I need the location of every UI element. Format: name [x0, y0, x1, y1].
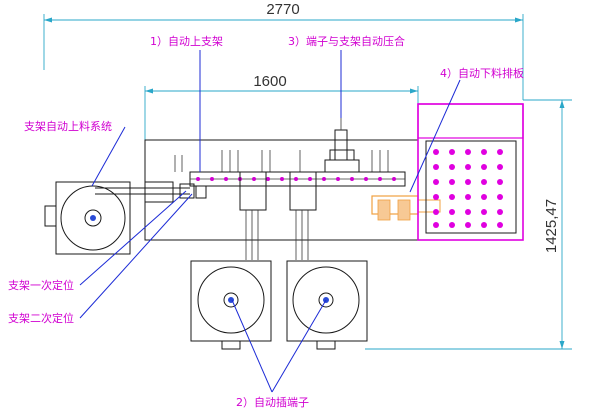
terminal-bowl-right	[286, 260, 368, 350]
unloading-tray-station	[417, 103, 524, 241]
conveyor-rail	[189, 171, 406, 187]
main-platform	[144, 139, 419, 241]
label-frame-feeding-system: 支架自动上料系统	[24, 119, 112, 133]
unloading-gripper	[371, 195, 441, 221]
dimension-center-width: 1600	[144, 73, 419, 140]
label-first-positioning: 支架一次定位	[8, 278, 74, 292]
label-second-positioning: 支架二次定位	[8, 311, 74, 325]
label-auto-unload: 4）自动下料排板	[440, 66, 524, 80]
frame-feeding-bowl	[44, 181, 131, 255]
height-text: 1425,47	[543, 199, 560, 253]
terminal-insert-columns	[239, 171, 317, 260]
press-station	[324, 118, 360, 173]
dimension-height: 1425,47	[365, 99, 572, 350]
center-width-text: 1600	[253, 73, 286, 90]
label-terminal-press: 3）端子与支架自动压合	[288, 34, 405, 48]
leader-lines	[79, 50, 461, 393]
feeder-track	[95, 181, 207, 203]
terminal-bowl-left	[190, 260, 272, 350]
label-auto-insert-terminal: 2）自动插端子	[236, 395, 309, 409]
conveyor-pitch-marks	[196, 177, 396, 181]
dimension-overall-width: 2770	[43, 1, 524, 100]
overall-width-text: 2770	[266, 1, 299, 18]
tray-grid	[433, 149, 503, 228]
label-auto-loading-frame: 1）自动上支架	[150, 35, 223, 48]
